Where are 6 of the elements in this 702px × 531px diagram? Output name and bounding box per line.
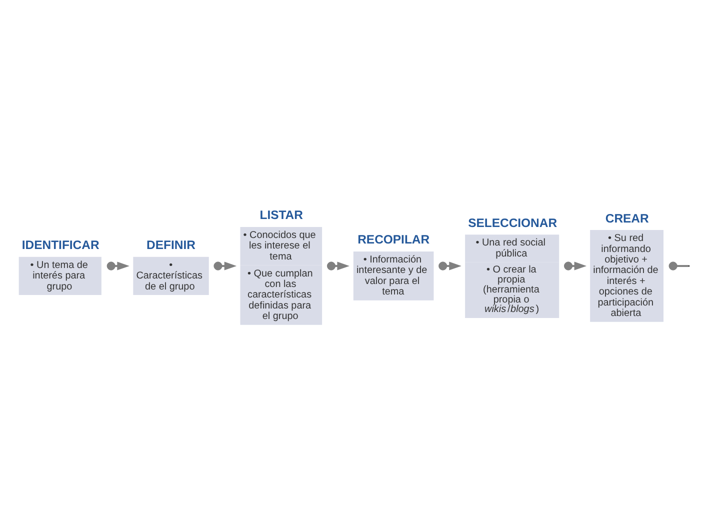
node-label: IDENTIFICAR	[22, 238, 100, 252]
node-label: CREAR	[605, 210, 649, 225]
node-label: DEFINIR	[146, 238, 196, 252]
node-label: RECOPILAR	[358, 232, 430, 246]
node-label: SELECCIONAR	[468, 215, 558, 230]
node-label: LISTAR	[260, 208, 303, 222]
